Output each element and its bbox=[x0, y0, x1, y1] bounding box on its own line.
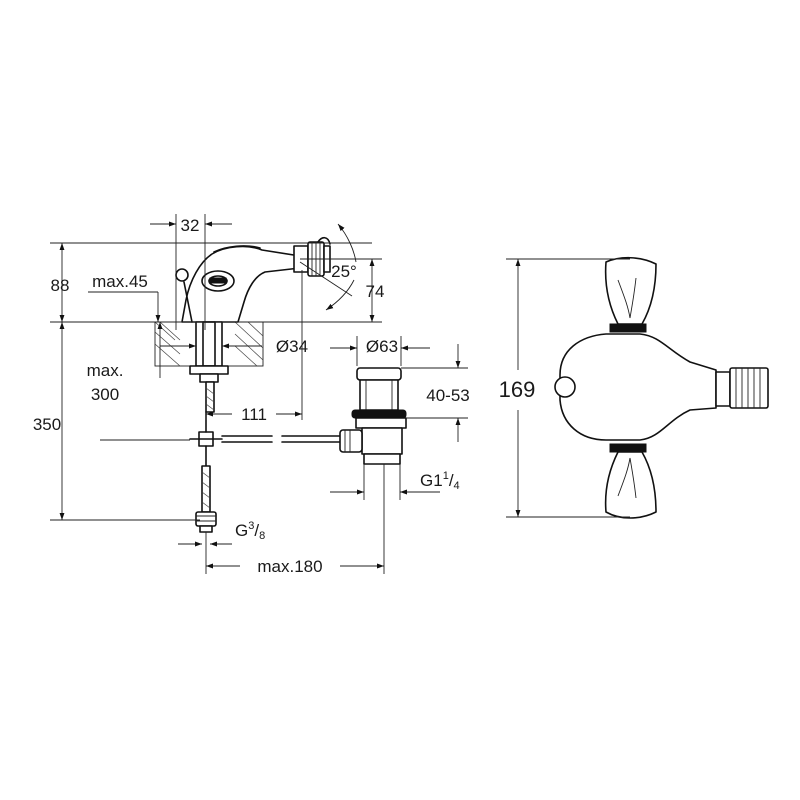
dim-max45: max.45 bbox=[92, 272, 148, 291]
shank bbox=[189, 321, 229, 413]
dim-dia63: Ø63 bbox=[366, 337, 398, 356]
dim-32: 32 bbox=[181, 216, 200, 235]
dimension-labels: 32 25° 88 max.45 74 Ø34 Ø63 max. 300 40-… bbox=[33, 216, 536, 576]
supply-hose bbox=[189, 411, 223, 533]
faucet-front-view bbox=[554, 256, 769, 519]
faucet-side-view bbox=[154, 236, 341, 533]
dim-max300-line2: 300 bbox=[91, 385, 119, 404]
dim-g-3-8: G3/8 bbox=[235, 520, 265, 542]
dim-111: 111 bbox=[241, 405, 267, 424]
dimension-lines bbox=[50, 214, 630, 574]
dim-max180: max.180 bbox=[257, 557, 322, 576]
dim-25-degrees: 25° bbox=[331, 262, 357, 281]
dim-max300-line1: max. bbox=[87, 361, 124, 380]
dim-350: 350 bbox=[33, 415, 61, 434]
faucet-body bbox=[181, 245, 301, 323]
dim-74: 74 bbox=[366, 282, 385, 301]
bottom-handle bbox=[604, 451, 657, 519]
top-handle bbox=[604, 256, 657, 325]
dim-40-53: 40-53 bbox=[426, 386, 469, 405]
waste-assembly bbox=[339, 367, 407, 465]
pop-up-rod bbox=[221, 435, 341, 443]
front-body bbox=[559, 333, 717, 441]
pop-up-lever bbox=[175, 268, 193, 323]
dim-88: 88 bbox=[51, 276, 70, 295]
dim-169: 169 bbox=[499, 377, 536, 402]
dim-g1-1-4: G11/4 bbox=[420, 470, 460, 492]
dim-dia34: Ø34 bbox=[276, 337, 308, 356]
